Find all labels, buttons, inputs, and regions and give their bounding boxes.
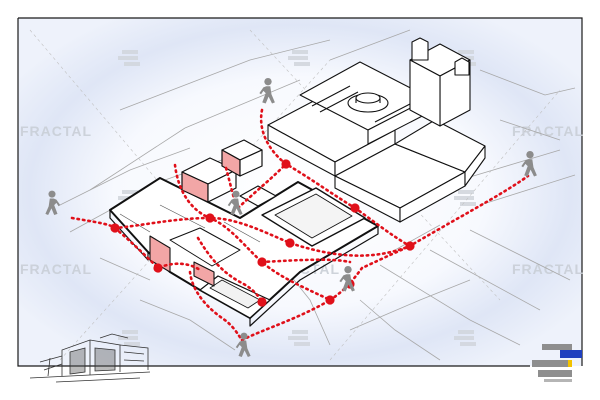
svg-text:FRACTAL: FRACTAL [20, 123, 92, 139]
context-linework [59, 29, 576, 361]
building-sketch-icon [29, 333, 151, 383]
path-south-connector [240, 298, 332, 342]
path-west-east [70, 216, 412, 257]
stacked-bars-logo-icon [532, 344, 582, 382]
circulation-nodes [110, 159, 415, 307]
node-west [110, 223, 120, 233]
node-inner [257, 257, 267, 267]
node-northeast [350, 203, 360, 213]
path-south-exit [188, 270, 244, 342]
svg-text:FRACTAL: FRACTAL [20, 261, 92, 277]
node-southeast [325, 295, 335, 305]
node-north [281, 159, 291, 169]
path-east-axis [353, 174, 530, 248]
path-center-east [260, 258, 352, 264]
node-center [205, 213, 215, 223]
landmark-building [267, 37, 486, 223]
path-south-inner [196, 236, 264, 304]
path-west-loop [113, 226, 202, 272]
path-southeast [328, 244, 412, 302]
node-courtyard [285, 238, 295, 248]
node-east [405, 241, 415, 251]
path-diagonal [173, 163, 332, 302]
node-south [257, 297, 267, 307]
node-southwest [153, 263, 163, 273]
path-courtyard-north [236, 162, 288, 210]
svg-text:FRACTAL: FRACTAL [512, 123, 584, 139]
